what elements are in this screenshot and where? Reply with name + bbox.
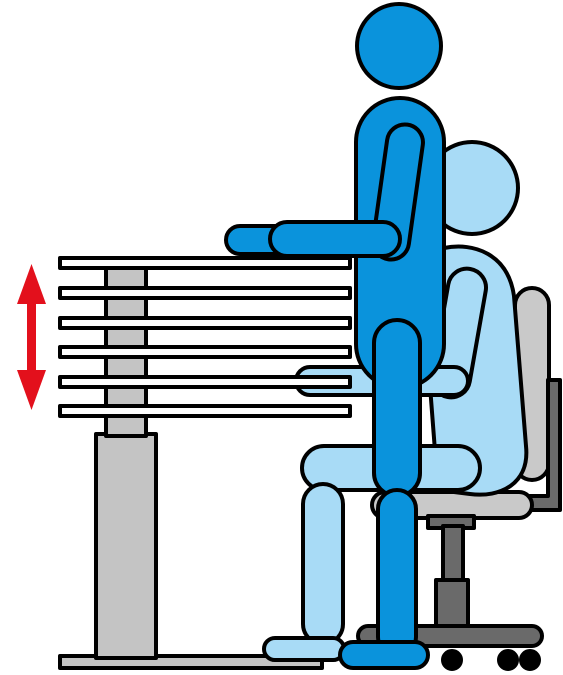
standing-thigh: [374, 320, 420, 496]
seated-foot: [264, 638, 344, 660]
standing-head: [357, 4, 441, 88]
desk-top-level: [60, 347, 350, 357]
height-arrow-icon: [17, 264, 46, 410]
desk-lower-leg: [96, 434, 156, 658]
standing-foot: [340, 642, 428, 668]
chair-column: [443, 526, 463, 582]
chair-caster: [443, 651, 461, 669]
chair-caster: [521, 651, 539, 669]
standing-shin: [378, 490, 416, 656]
seated-shin: [303, 484, 343, 644]
standing-forearm-front: [270, 222, 400, 256]
desk-top-level: [60, 258, 350, 268]
desk-top-level: [60, 406, 350, 416]
desk-top-level: [60, 377, 350, 387]
desk-top-level: [60, 288, 350, 298]
chair-caster: [499, 651, 517, 669]
desk-top-level: [60, 318, 350, 328]
chair-lower-column: [436, 580, 468, 630]
